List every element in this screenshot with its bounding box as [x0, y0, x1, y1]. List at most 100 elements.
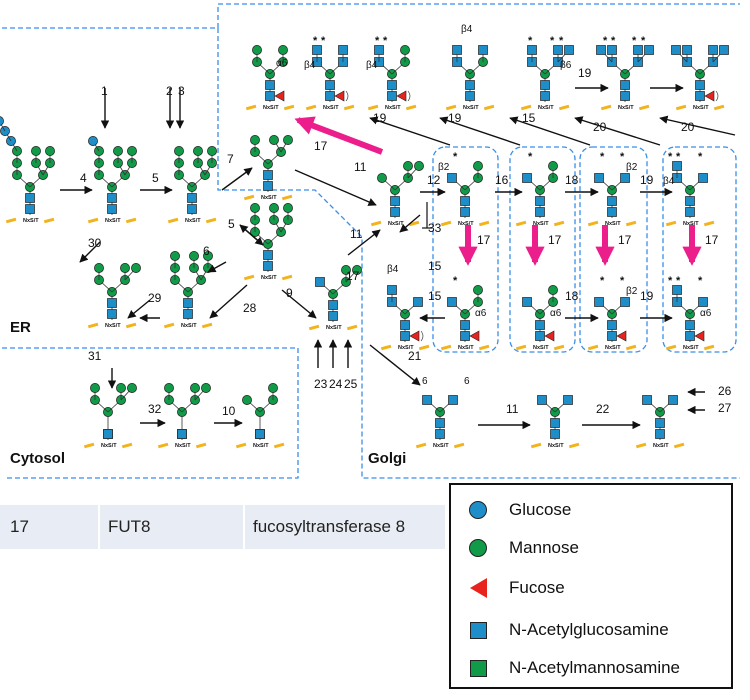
mannose-icon — [473, 285, 483, 295]
glycan: NxS/T***β4 — [663, 151, 715, 227]
gene-cell: FUT8 — [108, 517, 151, 536]
step-number: 12 — [427, 173, 441, 187]
mannose-icon — [283, 135, 293, 145]
step-number: 19 — [578, 66, 592, 80]
linkage-label: α6 — [276, 58, 288, 69]
glycan: NxS/T — [87, 136, 137, 224]
base-label: NxS/T — [653, 443, 669, 449]
glycan: NxS/T — [157, 383, 211, 449]
mannose-icon — [190, 383, 200, 393]
step-number: 17 — [346, 269, 360, 283]
glycan: NxS/Tβ4 — [445, 24, 495, 111]
glcnac-icon — [655, 418, 665, 428]
reaction-arrow — [509, 116, 591, 146]
step-number: 19 — [448, 111, 462, 125]
glcnac-icon — [460, 320, 470, 330]
mannose-icon — [164, 383, 174, 393]
star-mark: * — [550, 35, 555, 47]
glycan: NxS/T**β2 — [587, 275, 638, 351]
glcnac-icon — [387, 91, 397, 101]
base-label: NxS/T — [323, 105, 339, 111]
step-number: 4 — [80, 171, 87, 185]
glcnac-icon — [655, 429, 665, 439]
base-bar — [125, 322, 137, 329]
base-bar — [405, 104, 417, 111]
base-label: NxS/T — [683, 345, 699, 351]
glcnac-icon — [400, 331, 410, 341]
base-bar — [530, 442, 542, 449]
mannose-icon — [131, 263, 141, 273]
glcnac-icon — [550, 429, 560, 439]
glcnac-icon — [719, 45, 729, 55]
glcnac-icon — [607, 45, 617, 55]
linkage-label: β4 — [663, 176, 675, 187]
glcnac-icon — [695, 80, 705, 90]
glycan: NxS/T — [163, 251, 213, 329]
mannose-icon — [45, 146, 55, 156]
step-number: 11 — [506, 402, 519, 416]
glcnac-icon — [460, 196, 470, 206]
base-label: NxS/T — [105, 218, 121, 224]
glcnac-icon — [695, 91, 705, 101]
step-number: 21 — [408, 349, 422, 363]
glycan: NxS/T**β4 — [304, 35, 355, 111]
reaction-arrow — [79, 241, 101, 263]
mannose-icon — [113, 146, 123, 156]
glcnac-icon — [465, 80, 475, 90]
glcnac-icon — [607, 196, 617, 206]
base-bar — [235, 442, 247, 449]
er-region-label: ER — [10, 319, 31, 336]
base-bar — [418, 344, 430, 351]
glcnac-icon — [413, 297, 423, 307]
mannose-icon — [203, 251, 213, 261]
star-mark: * — [676, 151, 681, 163]
glcnac-icon — [607, 207, 617, 217]
enzyme-table-row: 17 FUT8 fucosyltransferase 8 — [0, 505, 445, 549]
glycan: NxS/T — [235, 383, 285, 449]
glcnac-icon — [620, 91, 630, 101]
linkage-label: 6 — [422, 376, 428, 387]
step-number: 16 — [495, 173, 509, 187]
base-bar — [125, 217, 137, 224]
reaction-arrow — [127, 299, 151, 319]
step-number: 17 — [477, 233, 491, 247]
glcnac-icon — [265, 80, 275, 90]
glycan-structures: NxS/Tα6NxS/T**β4NxS/T**β4NxS/Tβ4NxS/T***… — [0, 24, 729, 449]
linkage-label: β2 — [626, 162, 638, 173]
glcnac-icon — [177, 429, 187, 439]
glycan: NxS/Tβ4 — [380, 264, 430, 351]
glcnac-icon — [328, 311, 338, 321]
glcnac-icon — [25, 204, 35, 214]
glcnac-icon — [187, 193, 197, 203]
base-bar — [553, 344, 565, 351]
reaction-arrow — [369, 116, 451, 146]
glycan: NxS/Tα6 — [245, 45, 295, 111]
step-number: 15 — [428, 259, 442, 273]
glycan: NxS/T — [0, 116, 55, 224]
glycan: NxS/T**β4 — [366, 35, 417, 111]
star-mark: * — [375, 35, 380, 47]
linkage-label: β2 — [438, 162, 450, 173]
step-number: 17 — [314, 139, 328, 153]
glcnac-icon — [685, 207, 695, 217]
base-bar — [157, 442, 169, 449]
base-label: NxS/T — [398, 345, 414, 351]
base-bar — [703, 220, 715, 227]
step-number: 11 — [354, 160, 367, 174]
glcnac-icon — [263, 250, 273, 260]
fucose-icon — [694, 330, 705, 342]
glycan: NxS/T — [243, 203, 293, 281]
base-bar — [665, 220, 677, 227]
legend-item-mannac: N-Acetylmannosamine — [465, 653, 680, 683]
mannose-icon — [88, 136, 98, 146]
glcnac-icon — [390, 196, 400, 206]
mannose-icon — [90, 383, 100, 393]
glycan: NxS/T — [671, 45, 729, 111]
glycan: NxS/T — [635, 395, 685, 449]
golgi-region-label: Golgi — [368, 450, 406, 467]
base-bar — [478, 344, 490, 351]
glcnac-icon — [107, 193, 117, 203]
glcnac-icon — [672, 161, 682, 171]
base-label: NxS/T — [326, 325, 342, 331]
